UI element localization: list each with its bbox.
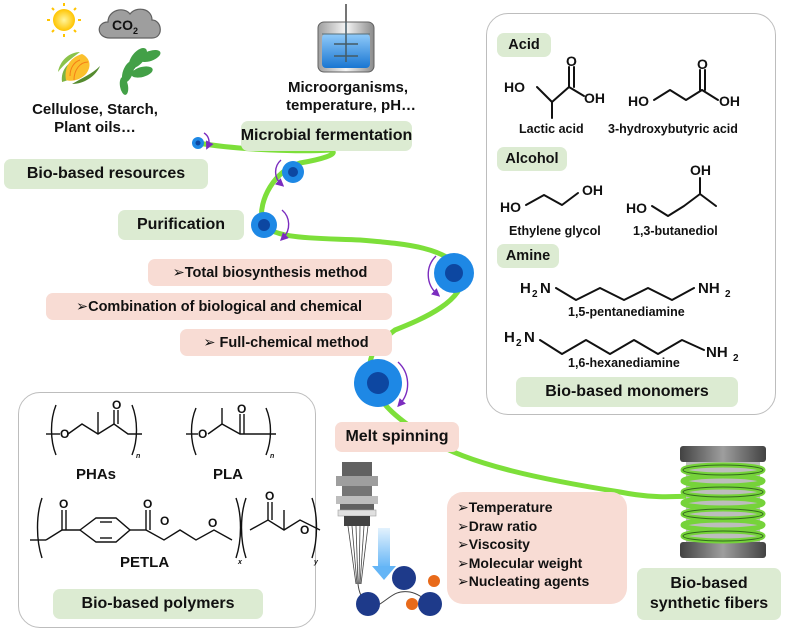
spinning-parameters: ➢Temperature ➢Draw ratio ➢Viscosity ➢Mol…	[447, 492, 627, 604]
svg-text:O: O	[697, 56, 708, 72]
svg-text:O: O	[59, 497, 68, 511]
svg-text:O: O	[237, 402, 246, 416]
svg-text:O: O	[300, 523, 309, 537]
hexanediamine-structure: H 2 N NH 2	[504, 329, 739, 364]
co2-cloud-icon	[98, 8, 161, 39]
svg-text:HO: HO	[500, 199, 521, 215]
monomers-title: Bio-based monomers	[516, 377, 738, 407]
param-item: ➢Viscosity	[457, 536, 530, 552]
hexanediamine-label: 1,6-hexanediamine	[568, 356, 680, 370]
svg-text:O: O	[208, 516, 217, 530]
pla-label: PLA	[213, 466, 243, 483]
svg-text:y: y	[313, 559, 319, 566]
roller-icon	[354, 359, 409, 408]
phas-structure: O O n	[46, 398, 142, 460]
ethylene-glycol-label: Ethylene glycol	[509, 224, 601, 238]
petla-label: PETLA	[120, 554, 170, 571]
sun-icon	[47, 3, 81, 37]
param-item: ➢Temperature	[457, 499, 553, 515]
svg-text:2: 2	[516, 338, 522, 349]
svg-text:HO: HO	[626, 200, 647, 216]
svg-text:N: N	[540, 280, 551, 297]
hydroxybutyric-acid-label: 3-hydroxybutyric acid	[608, 122, 738, 136]
pentanediamine-structure: H 2 N NH 2	[520, 280, 731, 301]
svg-text:O: O	[566, 53, 577, 69]
svg-text:OH: OH	[584, 90, 605, 106]
pla-structure: O O n	[186, 402, 276, 460]
lactic-acid-structure: HO O OH	[504, 53, 605, 119]
phas-label: PHAs	[76, 466, 117, 483]
fermentation-caption: Microorganisms, temperature, pH…	[286, 79, 417, 114]
amine-header: Amine	[497, 244, 559, 268]
roller-icon	[356, 566, 442, 616]
alcohol-header: Alcohol	[497, 147, 567, 171]
polymers-panel	[18, 392, 316, 628]
param-item: ➢Draw ratio	[457, 517, 538, 534]
svg-text:n: n	[136, 453, 140, 460]
svg-text:OH: OH	[719, 93, 740, 109]
svg-text:O: O	[265, 489, 274, 503]
polymers-title: Bio-based polymers	[53, 589, 263, 619]
method-total-biosynthesis: ➢Total biosynthesis method	[148, 259, 392, 286]
roller-icon	[192, 132, 214, 150]
param-item: ➢Nucleating agents	[457, 573, 590, 589]
bobbin-icon	[680, 446, 766, 558]
svg-text:NH: NH	[698, 280, 720, 297]
svg-text:OH: OH	[582, 182, 603, 198]
ethylene-glycol-structure: HO OH	[500, 182, 603, 215]
petla-structure: O O O O x O O y	[30, 489, 321, 566]
svg-text:N: N	[524, 329, 535, 346]
stage-melt-spinning: Melt spinning	[335, 422, 459, 452]
svg-text:NH: NH	[706, 344, 728, 361]
resources-caption: Cellulose, Starch, Plant oils…	[32, 101, 158, 136]
svg-text:n: n	[270, 453, 274, 460]
corn-icon	[58, 52, 100, 84]
stage-bio-based-resources: Bio-based resources	[4, 159, 208, 189]
svg-text:O: O	[160, 514, 169, 528]
svg-text:x: x	[237, 559, 243, 566]
svg-text:O: O	[143, 497, 152, 511]
svg-text:H: H	[520, 280, 531, 297]
roller-icon	[251, 209, 290, 241]
acid-header: Acid	[497, 33, 551, 57]
svg-text:2: 2	[725, 289, 731, 300]
stage-purification: Purification	[118, 210, 244, 240]
fibers-title: Bio-based synthetic fibers	[637, 568, 781, 620]
pentanediamine-label: 1,5-pentanediamine	[568, 305, 685, 319]
svg-text:OH: OH	[690, 162, 711, 178]
roller-icon	[427, 253, 474, 297]
lactic-acid-label: Lactic acid	[519, 122, 584, 136]
svg-text:O: O	[112, 398, 121, 412]
param-item: ➢Molecular weight	[457, 554, 583, 571]
butanediol-label: 1,3-butanediol	[633, 224, 718, 238]
svg-text:HO: HO	[628, 93, 649, 109]
svg-text:2: 2	[532, 289, 538, 300]
monomers-panel	[486, 13, 776, 415]
method-full-chemical: ➢ Full-chemical method	[180, 329, 392, 356]
fermenter-icon	[317, 4, 375, 73]
method-combination: ➢Combination of biological and chemical	[46, 293, 392, 320]
stage-microbial-fermentation: Microbial fermentation	[241, 121, 412, 151]
svg-text:O: O	[60, 427, 69, 441]
svg-text:HO: HO	[504, 79, 525, 95]
roller-icon	[274, 159, 304, 187]
leaf-icon	[119, 48, 161, 95]
spinneret-icon	[336, 462, 431, 607]
svg-text:H: H	[504, 329, 515, 346]
3-hydroxybutyric-acid-structure: HO O OH	[628, 56, 740, 109]
svg-text:2: 2	[733, 353, 739, 364]
svg-text:O: O	[198, 427, 207, 441]
co2-label: CO2	[112, 17, 139, 36]
butanediol-structure: HO OH	[626, 162, 717, 217]
